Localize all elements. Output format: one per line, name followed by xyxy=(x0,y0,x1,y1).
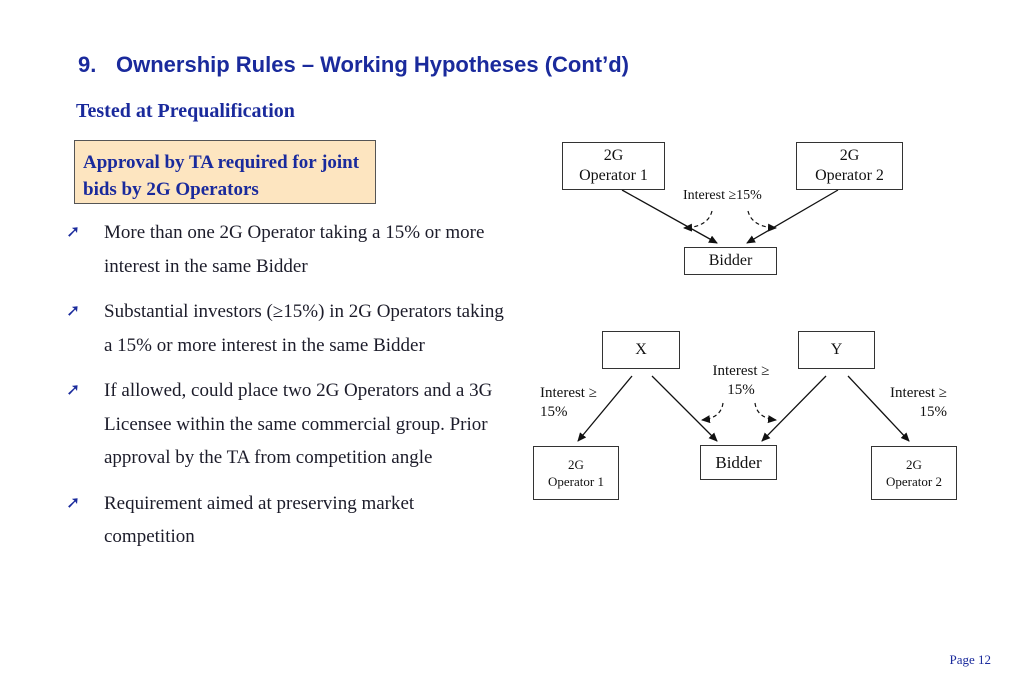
box-2g-operator-1-lower: 2G Operator 1 xyxy=(533,446,619,500)
callout-box: Approval by TA required for joint bids b… xyxy=(74,140,376,204)
label-line: Interest ≥ xyxy=(540,385,597,401)
box-label: 2G xyxy=(839,147,860,164)
dashed-curve-left xyxy=(683,210,713,232)
bullet-item: ➚ If allowed, could place two 2G Operator… xyxy=(66,374,506,475)
arrow-bullet-icon: ➚ xyxy=(66,222,81,242)
arrow-x-to-bidder xyxy=(651,375,718,442)
box-bidder: Bidder xyxy=(684,247,777,275)
bullet-item: ➚ Requirement aimed at preserving market … xyxy=(66,487,506,554)
label-line: Interest ≥ xyxy=(712,363,770,379)
label-line: 15% xyxy=(727,382,755,398)
box-2g-operator-2-lower: 2G Operator 2 xyxy=(871,446,957,500)
label-line: Interest ≥ xyxy=(890,385,947,401)
interest-label-mid: Interest ≥ 15% xyxy=(706,362,776,400)
interest-label: Interest ≥15% xyxy=(683,188,762,203)
page-number: Page 12 xyxy=(949,652,991,667)
box-2g-operator-2: 2G Operator 2 xyxy=(796,142,903,190)
box-y: Y xyxy=(798,331,875,369)
arrow-bullet-icon: ➚ xyxy=(66,492,81,513)
page-title: 9. Ownership Rules – Working Hypotheses (… xyxy=(78,52,629,78)
arrow-x-to-op1 xyxy=(577,375,633,442)
arrow-op2-to-bidder xyxy=(746,189,839,244)
dashed-curve-mid-right xyxy=(754,402,777,424)
box-label: 2G xyxy=(603,147,624,164)
box-label: Operator 1 xyxy=(579,167,648,184)
bullet-text: More than one 2G Operator taking a 15% o… xyxy=(104,222,485,277)
box-label: Operator 2 xyxy=(815,167,884,184)
arrow-op1-to-bidder xyxy=(621,189,718,244)
box-label: 2G xyxy=(568,457,584,472)
box-x: X xyxy=(602,331,680,369)
dashed-curve-mid-left xyxy=(701,402,724,424)
bullet-item: ➚ Substantial investors (≥15%) in 2G Oper… xyxy=(66,295,506,362)
bullet-text: If allowed, could place two 2G Operators… xyxy=(104,380,493,468)
box-2g-operator-1: 2G Operator 1 xyxy=(562,142,665,190)
bullet-text: Substantial investors (≥15%) in 2G Opera… xyxy=(104,301,504,356)
section-number: 9. xyxy=(78,52,97,77)
arrow-y-to-bidder xyxy=(761,375,827,442)
box-label: Operator 1 xyxy=(548,474,604,489)
arrow-bullet-icon: ➚ xyxy=(66,301,81,321)
label-line: 15% xyxy=(919,404,948,420)
label-line: 15% xyxy=(540,404,568,420)
bullet-text: Requirement aimed at preserving market c… xyxy=(104,492,415,548)
interest-label-right: Interest ≥ 15% xyxy=(878,384,947,422)
box-label: Operator 2 xyxy=(886,474,942,489)
box-label: 2G xyxy=(906,457,922,472)
dashed-curve-right xyxy=(747,210,777,232)
bullet-item: ➚ More than one 2G Operator taking a 15% … xyxy=(66,216,506,283)
arrow-bullet-icon: ➚ xyxy=(66,380,81,400)
title-text: Ownership Rules – Working Hypotheses (Co… xyxy=(116,52,629,77)
arrow-y-to-op2 xyxy=(847,375,910,442)
section-subtitle: Tested at Prequalification xyxy=(76,100,295,122)
box-bidder-2: Bidder xyxy=(700,445,777,480)
bullet-list: ➚ More than one 2G Operator taking a 15% … xyxy=(66,216,506,566)
interest-label-left: Interest ≥ 15% xyxy=(540,384,597,422)
